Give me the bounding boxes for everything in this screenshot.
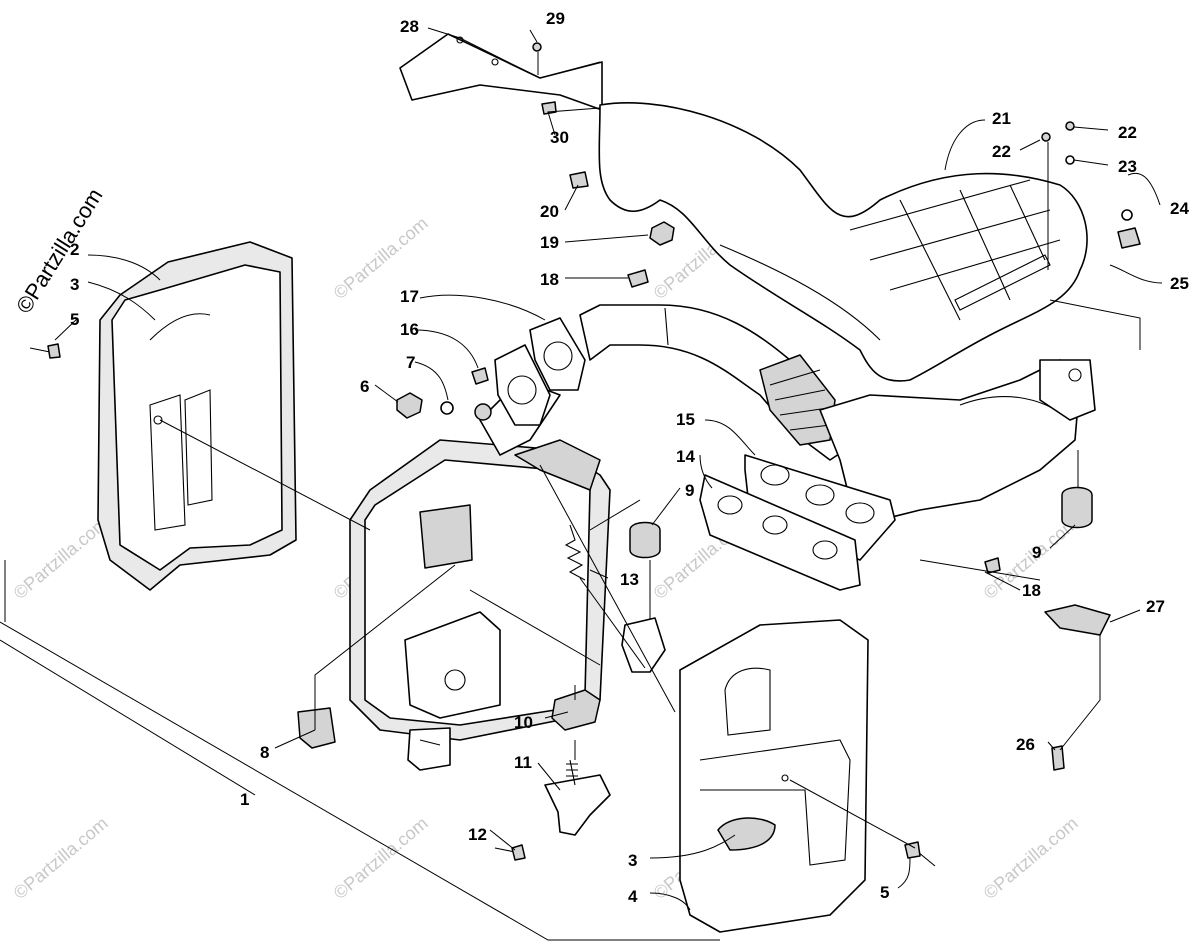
rivet-5b: [904, 841, 921, 859]
mount-block-10: [551, 689, 601, 731]
callout-19: 19: [540, 233, 559, 252]
leader-lines: [0, 27, 1163, 941]
callout-13: 13: [620, 570, 639, 589]
bolt-22b: [1065, 121, 1075, 131]
bracket-mount: [621, 617, 666, 673]
callout-12: 12: [468, 825, 487, 844]
callout-10: 10: [514, 713, 533, 732]
bolt-18a: [627, 269, 649, 288]
callout-2: 2: [70, 240, 79, 259]
washer-7b: [474, 403, 492, 421]
watermark: ©Partzilla.com: [10, 813, 112, 903]
callout-9: 9: [685, 481, 694, 500]
screw-29: [532, 42, 542, 52]
washer-7: [440, 401, 454, 415]
grommet-9b: [1061, 486, 1093, 529]
rivet-5a: [47, 343, 61, 359]
part-upper-heat-shield: [598, 102, 1088, 382]
nut-6: [396, 392, 423, 419]
part-mid-pipe: [579, 304, 861, 461]
callout-23: 23: [1118, 157, 1137, 176]
clamp-16: [471, 367, 489, 385]
callout-17: 17: [400, 287, 419, 306]
callout-28: 28: [400, 17, 419, 36]
callout-7: 7: [406, 353, 415, 372]
callout-8: 8: [260, 743, 269, 762]
callout-6: 6: [360, 377, 369, 396]
callout-30: 30: [550, 128, 569, 147]
callout-22: 22: [1118, 123, 1137, 142]
callout-9: 9: [1032, 543, 1041, 562]
brand-watermark: ©Partzilla.com: [11, 184, 108, 318]
spring-13: [564, 524, 586, 581]
callout-26: 26: [1016, 735, 1035, 754]
callout-22: 22: [992, 142, 1011, 161]
bolt-18b: [984, 557, 1001, 574]
part-muffler: [349, 439, 611, 771]
bracket-27: [1044, 604, 1111, 636]
callout-21: 21: [992, 109, 1011, 128]
part-gasket-17: [529, 317, 586, 391]
bolt-20: [569, 171, 589, 189]
watermark: ©Partzilla.com: [330, 813, 432, 903]
callout-18: 18: [1022, 581, 1041, 600]
callout-15: 15: [676, 410, 695, 429]
callout-labels: 1 2 3 3 4 5 5 6 7 8 9 9 10 11 12 13 14 1…: [70, 9, 1189, 906]
callout-29: 29: [546, 9, 565, 28]
grommet-9a: [629, 521, 661, 559]
part-heat-shield-plate: [399, 33, 603, 111]
callout-11: 11: [514, 753, 532, 772]
callout-14: 14: [676, 447, 695, 466]
clip-30: [541, 101, 557, 115]
washer-24b: [1121, 209, 1133, 221]
clip-24: [1117, 227, 1141, 249]
part-gasket-16: [494, 344, 551, 426]
callout-18: 18: [540, 270, 559, 289]
part-left-cover: [97, 241, 297, 591]
part-gasket-14: [699, 474, 861, 591]
watermark: ©Partzilla.com: [10, 513, 112, 603]
watermark: ©Partzilla.com: [980, 813, 1082, 903]
callout-24: 24: [1170, 199, 1189, 218]
callout-27: 27: [1146, 597, 1165, 616]
callout-5: 5: [880, 883, 889, 902]
callout-3: 3: [70, 275, 79, 294]
part-right-cover: [679, 619, 869, 933]
callout-4: 4: [628, 887, 638, 906]
callout-1: 1: [240, 790, 249, 809]
bracket-11: [544, 774, 611, 836]
washer-23: [1065, 155, 1075, 165]
callout-5: 5: [70, 310, 79, 329]
rivet-12: [494, 847, 516, 853]
callout-3: 3: [628, 851, 637, 870]
screw-26: [1051, 745, 1065, 771]
callout-20: 20: [540, 202, 559, 221]
hardware-items: [29, 42, 1141, 867]
clip-8: [297, 707, 336, 749]
part-exhaust-manifold: [819, 359, 1096, 521]
bolt-22a: [1041, 132, 1051, 142]
nut-19: [649, 221, 675, 246]
callout-16: 16: [400, 320, 419, 339]
callout-25: 25: [1170, 274, 1189, 293]
